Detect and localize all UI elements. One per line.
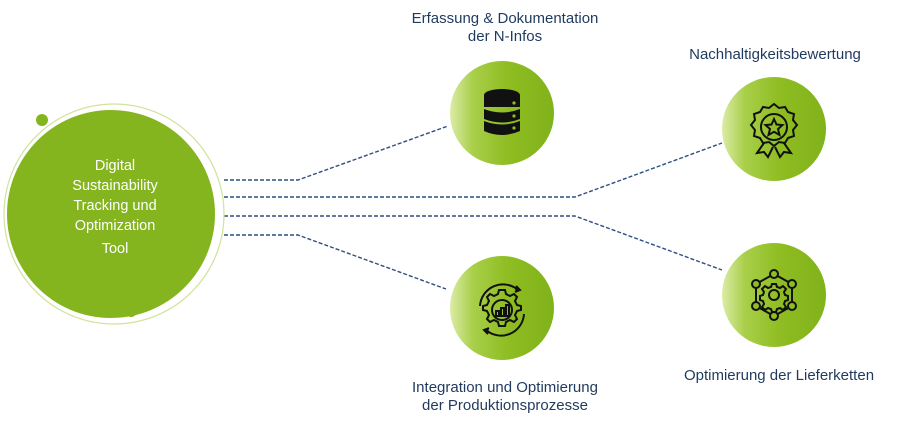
label-line: Erfassung & Dokumentation (411, 10, 599, 27)
connector-lieferketten (224, 215, 723, 271)
node-label-lieferketten: Optimierung der Lieferketten (654, 367, 900, 385)
hub-title-line: Digital (94, 158, 136, 174)
node-lieferketten (722, 243, 826, 347)
award-badge-icon (749, 102, 799, 159)
label-line: der N-Infos (467, 28, 543, 45)
hub: Digital Sustainability Tracking und Opti… (0, 0, 230, 330)
hub-ring (3, 103, 225, 325)
label-line: Integration und Optimierung (412, 379, 598, 396)
label-line: Nachhaltigkeitsbewertung (689, 46, 861, 63)
label-line: Optimierung der Lieferketten (683, 367, 875, 384)
connector-integration (224, 234, 447, 290)
hub-dot-bottom (125, 305, 137, 317)
node-label-bewertung: Nachhaltigkeitsbewertung (650, 46, 900, 64)
hub-title-line: Sustainability (72, 178, 158, 194)
node-bewertung (722, 77, 826, 181)
network-gear-icon (751, 269, 797, 321)
node-erfassung (450, 61, 554, 165)
hub-dot-top (36, 114, 48, 126)
hub-title: Digital Sustainability Tracking und Opti… (40, 156, 190, 259)
hub-circle (7, 110, 215, 318)
hub-graphic (3, 103, 225, 325)
hub-title-line: Tracking und (73, 198, 157, 214)
connector-bewertung (224, 142, 723, 198)
connector-erfassung (224, 125, 449, 181)
node-label-integration: Integration und Optimierung der Produkti… (380, 379, 630, 415)
hub-title-line: Optimization (74, 218, 156, 234)
node-label-erfassung: Erfassung & Dokumentation der N-Infos (380, 10, 630, 46)
node-integration (450, 256, 554, 360)
hub-title-line: Tool (101, 241, 129, 257)
label-line: der Produktionsprozesse (422, 397, 588, 414)
gear-chart-cycle-icon (479, 283, 525, 337)
database-icon (484, 89, 520, 135)
